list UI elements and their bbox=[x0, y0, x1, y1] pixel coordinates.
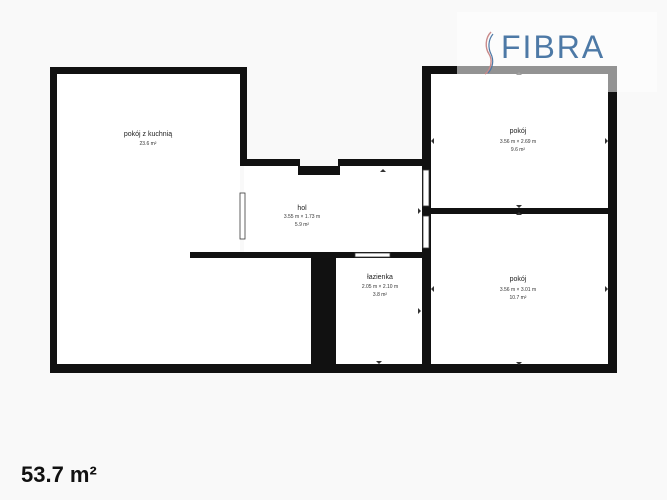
marker bbox=[380, 169, 386, 172]
marker bbox=[605, 286, 608, 292]
wall-hall-notch bbox=[298, 166, 340, 175]
room-label-room-top: pokój 3.56 m × 2.69 m 9.6 m² bbox=[500, 128, 536, 153]
marker bbox=[516, 212, 522, 215]
room-dimensions: 2.05 m × 2.10 m bbox=[362, 284, 398, 290]
door-hall-room-bottom bbox=[422, 215, 430, 249]
wall-outer-left bbox=[50, 67, 57, 373]
room-area: 9.6 m² bbox=[511, 147, 526, 153]
brand-logo: FIBRA bbox=[457, 12, 657, 92]
wall-rooms-divider bbox=[422, 208, 617, 214]
room-name: pokój z kuchnią bbox=[124, 131, 172, 138]
room-name: pokój bbox=[510, 128, 527, 135]
logo-text: FIBRA bbox=[501, 29, 606, 65]
room-area: 10.7 m² bbox=[510, 295, 527, 301]
marker bbox=[418, 208, 421, 214]
marker bbox=[418, 308, 421, 314]
room-label-bathroom: łazienka 2.05 m × 2.10 m 3.8 m² bbox=[362, 274, 398, 298]
doors bbox=[239, 169, 430, 258]
marker bbox=[516, 362, 522, 365]
floor-living-kitchen bbox=[57, 74, 240, 364]
room-label-room-bottom: pokój 3.56 m × 3.01 m 10.7 m² bbox=[500, 276, 536, 301]
room-dimensions: 3.55 m × 1.73 m bbox=[284, 214, 320, 220]
floor-hall bbox=[244, 166, 422, 252]
room-dimensions: 3.56 m × 2.69 m bbox=[500, 139, 536, 145]
room-area: 5.9 m² bbox=[295, 222, 310, 228]
room-name: łazienka bbox=[367, 274, 393, 281]
room-name: hol bbox=[297, 205, 307, 212]
wall-top-living bbox=[50, 67, 247, 74]
door-living-hall bbox=[239, 192, 246, 240]
total-area: 53.7 m² bbox=[21, 462, 97, 487]
room-area: 23.6 m² bbox=[140, 141, 157, 147]
logo-mark-icon bbox=[484, 31, 494, 75]
wall-rooms-right bbox=[608, 66, 617, 373]
room-label-hall: hol 3.55 m × 1.73 m 5.9 m² bbox=[284, 205, 320, 228]
wall-hall-bottom bbox=[190, 252, 430, 258]
floor-room-bottom bbox=[431, 214, 608, 364]
room-dimensions: 3.56 m × 3.01 m bbox=[500, 287, 536, 293]
wall-hall-top-right bbox=[338, 159, 430, 166]
room-name: pokój bbox=[510, 276, 527, 283]
wall-pillar bbox=[316, 292, 334, 364]
floor-living-lower bbox=[240, 258, 311, 364]
marker bbox=[431, 138, 434, 144]
marker bbox=[605, 138, 608, 144]
marker bbox=[431, 286, 434, 292]
room-area: 3.8 m² bbox=[373, 292, 388, 298]
room-label-living-kitchen: pokój z kuchnią 23.6 m² bbox=[124, 131, 172, 147]
door-hall-room-top bbox=[422, 169, 430, 207]
wall-living-right-upper bbox=[240, 67, 247, 166]
floor-areas bbox=[57, 74, 608, 364]
floor-room-top bbox=[431, 74, 608, 208]
marker bbox=[376, 361, 382, 364]
wall-outer-bottom bbox=[50, 364, 617, 373]
door-hall-bath bbox=[354, 252, 391, 258]
marker bbox=[516, 205, 522, 208]
wall-hall-top-left bbox=[240, 159, 300, 166]
floor-bathroom bbox=[336, 258, 422, 364]
